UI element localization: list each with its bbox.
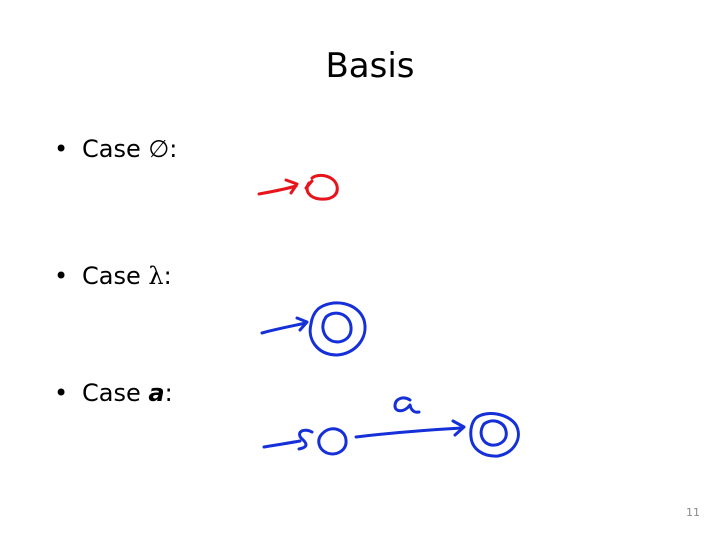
red-start-arrow xyxy=(257,184,298,196)
lambda-symbol: λ xyxy=(148,262,164,290)
bullet-case-a: • Case a: xyxy=(54,378,173,408)
blue-s-mark xyxy=(297,428,314,451)
red-tick xyxy=(304,179,314,190)
symbol-a: a xyxy=(148,379,165,407)
accept-inner-circle xyxy=(479,419,508,447)
accept-outer-circle xyxy=(469,412,520,458)
red-state-circle xyxy=(305,173,339,201)
start-state-circle xyxy=(317,427,348,456)
bullet-suffix: : xyxy=(169,135,178,163)
blue-automaton-lambda xyxy=(260,301,367,357)
bullet-marker: • xyxy=(54,379,69,407)
transition-arrow xyxy=(354,426,464,439)
bullet-marker: • xyxy=(54,135,69,163)
transition-label-a xyxy=(393,396,421,414)
blue-automaton-a xyxy=(262,396,520,458)
slide-title: Basis xyxy=(325,46,415,86)
bullet-prefix: Case xyxy=(82,379,149,407)
blue-start-arrow-a xyxy=(262,439,302,449)
bullet-prefix: Case xyxy=(82,262,149,290)
bullet-suffix: : xyxy=(163,262,172,290)
bullet-case-empty: • Case ∅: xyxy=(54,134,177,164)
blue-start-arrow xyxy=(260,321,308,335)
bullet-prefix: Case xyxy=(82,135,149,163)
transition-arrowhead xyxy=(451,419,466,437)
blue-inner-circle xyxy=(321,311,353,344)
blue-arrowhead xyxy=(295,316,309,332)
bullet-suffix: : xyxy=(164,379,173,407)
page-number: 11 xyxy=(686,506,700,519)
bullet-case-lambda: • Case λ: xyxy=(54,261,172,291)
red-arrowhead xyxy=(284,178,299,195)
blue-outer-circle xyxy=(308,301,367,357)
red-automaton-empty xyxy=(257,173,339,201)
empty-set-symbol: ∅ xyxy=(148,135,170,163)
bullet-marker: • xyxy=(54,262,69,290)
